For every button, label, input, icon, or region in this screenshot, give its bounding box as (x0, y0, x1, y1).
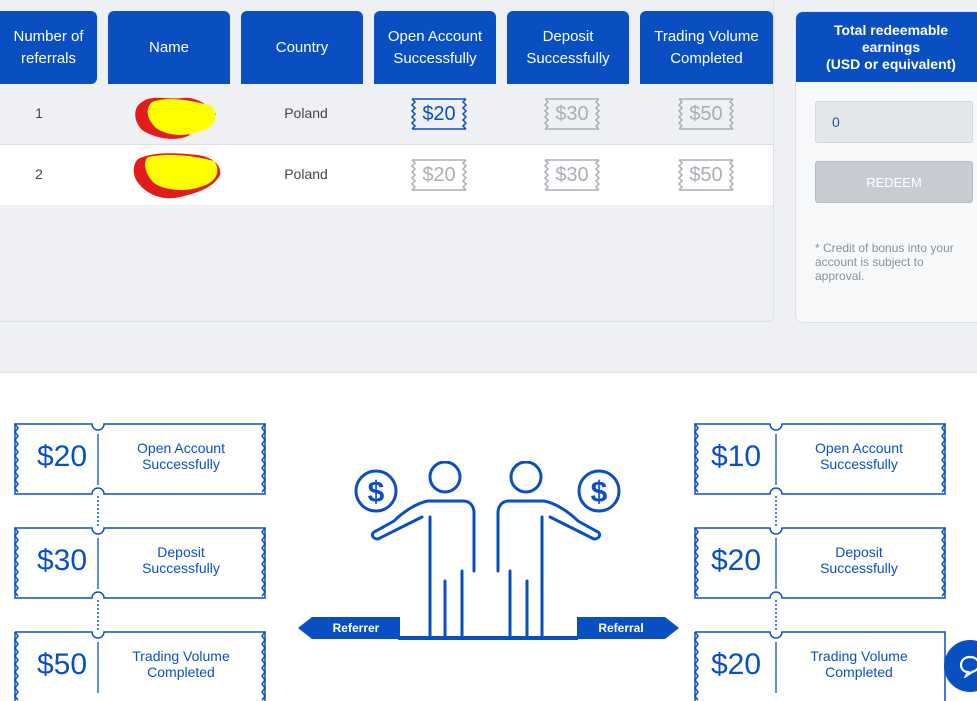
coupon-amount: $30 (555, 103, 589, 125)
ticket-label-line: Deposit (835, 544, 883, 560)
header-deposit: Deposit Successfully (507, 11, 629, 84)
title-line: earnings (861, 38, 921, 55)
redacted-name (135, 97, 216, 139)
ticket-label-line: Successfully (142, 456, 220, 472)
coupon-deposit: $30 (543, 98, 601, 130)
title-line: Total redeemable (833, 21, 949, 38)
dollar-coin-icon (354, 469, 398, 513)
ticket-label-line: Successfully (142, 560, 220, 576)
ticket-amount: $20 (710, 648, 762, 681)
referral-label: Referral (598, 621, 644, 635)
ticket-amount: $10 (710, 440, 762, 473)
ticket-label-line: Open Account (137, 440, 225, 456)
header-name: Name (108, 11, 230, 84)
referrer-arrow: Referrer (298, 617, 400, 639)
title-line: (USD or equivalent) (826, 55, 956, 72)
redeem-label: REDEEM (866, 174, 922, 190)
redeem-button[interactable]: REDEEM (815, 161, 973, 203)
ticket-amount: $20 (710, 544, 762, 577)
ticket-label-line: Completed (147, 664, 215, 680)
two-people-illustration: $ $ (354, 461, 621, 640)
coupon-open-account: $20 (410, 159, 468, 191)
coupon-amount: $50 (689, 103, 723, 125)
ticket-amount: $20 (36, 440, 88, 473)
ticket-label-line: Trading Volume (132, 648, 230, 664)
earnings-value: 0 (832, 114, 840, 130)
chat-icon (959, 655, 977, 678)
arrow-left-icon (298, 617, 400, 639)
dollar-coin-icon (577, 469, 621, 513)
arrow-right-icon (577, 617, 679, 639)
coupon-amount: $20 (422, 164, 456, 186)
header-trading-volume: Trading Volume Completed (640, 11, 773, 84)
header-country: Country (241, 11, 363, 84)
redacted-name (133, 153, 221, 199)
header-label: Number of referrals (13, 27, 84, 67)
ticket-amount: $30 (36, 544, 88, 577)
table-row: 1 Poland $20 $30 $50 (0, 84, 773, 145)
ticket-label-line: Successfully (820, 456, 898, 472)
coupon-amount: $30 (555, 164, 589, 186)
approval-note: * Credit of bonus into your account is s… (815, 241, 954, 283)
svg-text:$: $ (591, 476, 608, 509)
referral-table: Number of referrals Name Country Open Ac… (0, 0, 774, 322)
chat-button[interactable] (944, 640, 977, 692)
header-open-account: Open Account Successfully (374, 11, 496, 84)
coupon-amount: $20 (422, 103, 456, 125)
row-number: 1 (35, 105, 43, 121)
ticket-label-line: Deposit (157, 544, 205, 560)
earnings-panel: Total redeemable earnings (USD or equiva… (795, 11, 977, 323)
earnings-input[interactable]: 0 (815, 101, 973, 143)
header-label: Deposit Successfully (526, 27, 610, 67)
row-country: Poland (284, 166, 328, 182)
coupon-frame-icon (677, 159, 735, 191)
coupon-amount: $50 (689, 164, 723, 186)
referral-arrow: Referral (577, 617, 679, 639)
coupon-open-account-active: $20 (410, 98, 468, 130)
coupon-deposit: $30 (543, 159, 601, 191)
referral-tickets-frame (694, 423, 946, 701)
ticket-label-line: Completed (825, 664, 893, 680)
earnings-panel-title: Total redeemable earnings (USD or equiva… (796, 12, 977, 82)
coupon-frame-icon (543, 159, 601, 191)
coupon-trading-volume: $50 (677, 159, 735, 191)
ticket-label-line: Successfully (820, 560, 898, 576)
row-country: Poland (284, 105, 328, 121)
coupon-frame-icon (410, 159, 468, 191)
referrer-label: Referrer (332, 621, 380, 635)
ticket-amount: $50 (36, 648, 88, 681)
header-label: Name (148, 38, 189, 56)
coupon-frame-icon (543, 98, 601, 130)
header-label: Trading Volume Completed (654, 27, 759, 67)
table-row: 2 Poland $20 $30 $50 (0, 145, 773, 205)
coupon-frame-icon (410, 98, 468, 130)
header-label: Country (275, 38, 329, 56)
coupon-frame-icon (677, 98, 735, 130)
referrer-tickets-frame (14, 423, 266, 701)
row-number: 2 (35, 166, 43, 182)
header-label: Open Account Successfully (387, 27, 483, 67)
ticket-label-line: Open Account (815, 440, 903, 456)
svg-text:$: $ (368, 476, 385, 509)
header-number-of-referrals: Number of referrals (0, 11, 97, 84)
ticket-label-line: Trading Volume (810, 648, 908, 664)
coupon-trading-volume: $50 (677, 98, 735, 130)
